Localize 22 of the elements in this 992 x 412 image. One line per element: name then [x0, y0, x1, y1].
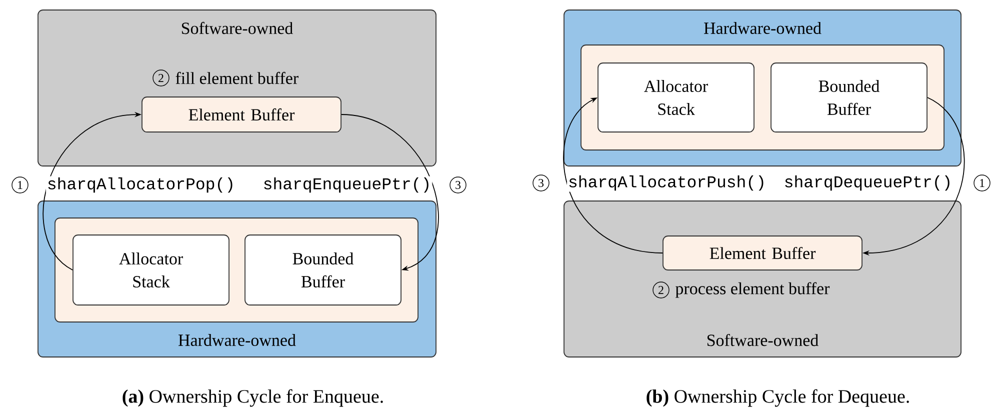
edge-label: sharqAllocatorPop()	[46, 176, 236, 194]
caption: (b) Ownership Cycle for Dequeue.	[646, 389, 909, 407]
caption: (a) Ownership Cycle for Enqueue.	[122, 389, 383, 407]
arrow	[563, 98, 663, 254]
step-number: 3	[532, 174, 550, 192]
step-number: 3	[450, 176, 466, 194]
step-number: 1	[12, 176, 28, 194]
process-box: Allocator Stack	[72, 234, 230, 306]
edge-label: sharqAllocatorPush()	[567, 174, 768, 192]
process-box: Element Buffer	[142, 96, 342, 132]
process-box: Element Buffer	[662, 236, 862, 270]
process-box: Allocator Stack	[598, 62, 754, 132]
step-number: 2	[152, 70, 170, 86]
process-box: Bounded Buffer	[770, 62, 928, 132]
step-text: fill element buffer	[176, 72, 298, 84]
process-box: Bounded Buffer	[244, 234, 402, 306]
step-number: 1	[974, 174, 990, 192]
edge-label: sharqEnqueuePtr()	[262, 176, 432, 194]
arrow	[341, 114, 439, 271]
step-text: process element buffer	[675, 282, 830, 298]
step-number: 2	[652, 282, 670, 298]
edge-label: sharqDequeuePtr()	[782, 174, 954, 192]
